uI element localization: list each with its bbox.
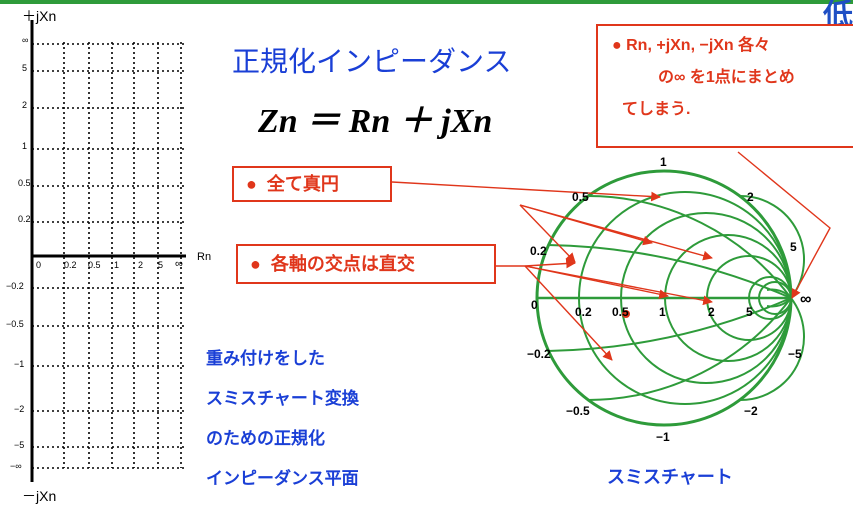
top-green-bar xyxy=(0,0,853,4)
x-tick-neg-2: −2 xyxy=(14,404,25,414)
callout-circle-box: ● 全て真円 xyxy=(232,166,392,202)
smith-axis-0.5: 0.5 xyxy=(612,305,629,319)
note-line-1: ● Rn, +jXn, −jXn 各々 xyxy=(612,37,771,54)
r-tick-1: 1 xyxy=(114,260,120,270)
x-tick-pos-0.5: 0.5 xyxy=(18,178,31,188)
impedance-plane-grid xyxy=(32,42,184,469)
plane-caption-2: スミスチャート変換 xyxy=(206,389,359,408)
smith-chart xyxy=(535,169,793,427)
smith-label-2: 2 xyxy=(747,190,754,204)
x-tick-pos-0.2: 0.2 xyxy=(18,214,31,224)
x-tick-pos-inf: ∞ xyxy=(22,35,29,45)
bullet-icon: ● xyxy=(250,254,261,274)
smith-label-neg-0.5: −0.5 xyxy=(566,404,590,418)
smith-axis-0: 0 xyxy=(531,298,538,312)
smith-axis-2: 2 xyxy=(708,305,715,319)
smith-label-0.5: 0.5 xyxy=(572,190,589,204)
axis-label-rn: Rn xyxy=(197,251,212,263)
x-tick-neg-1: −1 xyxy=(14,359,25,369)
smith-center-dot xyxy=(622,310,630,318)
note-box: ● Rn, +jXn, −jXn 各々 の∞ を1点にまとめ てしまう. xyxy=(596,24,853,148)
bullet-icon: ● xyxy=(612,37,622,54)
r-tick-5: 5 xyxy=(158,260,164,270)
plane-caption-1: 重み付けをした xyxy=(206,349,325,368)
impedance-plane-axes xyxy=(30,20,186,482)
callout-orthogonal-text: 各軸の交点は直交 xyxy=(270,254,415,274)
callout-arrows xyxy=(391,151,831,361)
callout-circle-text: 全て真円 xyxy=(266,174,339,194)
x-tick-neg-0.5: −0.5 xyxy=(6,319,24,329)
x-tick-neg-5: −5 xyxy=(14,440,25,450)
r-tick-inf: ∞ xyxy=(175,258,183,270)
smith-label-0.2: 0.2 xyxy=(530,244,547,258)
plane-caption-3: のための正規化 xyxy=(206,429,325,448)
note-line-3: てしまう. xyxy=(622,101,691,118)
callout-orthogonal-box: ● 各軸の交点は直交 xyxy=(236,244,496,284)
title: 正規化インピーダンス xyxy=(232,46,512,77)
x-tick-pos-2: 2 xyxy=(22,100,28,110)
smith-label-bottom: −1 xyxy=(656,430,670,444)
smith-axis-5: 5 xyxy=(746,305,753,319)
axis-label-minus-jxn: －jXn xyxy=(22,488,57,504)
r-tick-0.5: 0.5 xyxy=(88,260,101,270)
smith-axis-inf: ∞ xyxy=(800,291,812,308)
smith-label-top: 1 xyxy=(660,155,667,169)
note-line-2: の∞ を1点にまとめ xyxy=(658,69,795,86)
x-tick-pos-1: 1 xyxy=(22,141,28,151)
smith-reactance-arcs xyxy=(547,170,805,426)
smith-label-neg-0.2: −0.2 xyxy=(527,347,551,361)
smith-axis-0.2: 0.2 xyxy=(575,305,592,319)
smith-label-neg-5: −5 xyxy=(788,347,802,361)
smith-caption: スミスチャート xyxy=(607,467,733,487)
smith-label-neg-2: −2 xyxy=(744,404,758,418)
axis-label-plus-jxn: ＋jXn xyxy=(22,8,57,24)
x-tick-pos-5: 5 xyxy=(22,63,28,73)
r-tick-0.2: 0.2 xyxy=(64,260,77,270)
x-tick-neg-inf: −∞ xyxy=(10,461,22,471)
x-tick-neg-0.2: −0.2 xyxy=(6,281,24,291)
r-tick-2: 2 xyxy=(138,260,144,270)
smith-axis-1: 1 xyxy=(659,305,666,319)
equation: Zn ＝ Rn ＋ jXn xyxy=(258,103,493,140)
bullet-icon: ● xyxy=(246,174,257,194)
smith-label-5: 5 xyxy=(790,240,797,254)
r-tick-0: 0 xyxy=(36,260,42,270)
plane-caption-4: インピーダンス平面 xyxy=(206,469,359,488)
